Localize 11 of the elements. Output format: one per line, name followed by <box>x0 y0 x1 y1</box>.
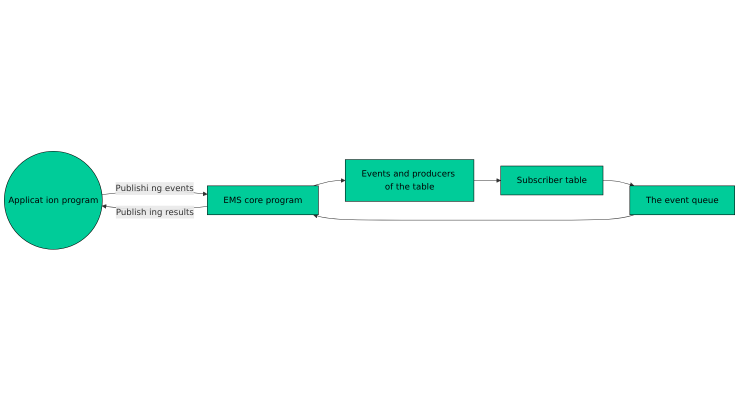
node-box: Events and producers of the table <box>344 159 474 202</box>
arrow <box>312 178 346 186</box>
edge-label: Publishi ng events <box>116 183 194 194</box>
node-circle: Applicat ion program <box>4 151 103 250</box>
node-box: Subscriber table <box>500 166 604 196</box>
node-box: The event queue <box>630 186 735 216</box>
arrow <box>474 178 501 184</box>
node-box: EMS core program <box>207 186 319 216</box>
arrow <box>313 214 634 221</box>
arrow <box>602 180 634 188</box>
edge-label: Publish ing results <box>116 206 194 218</box>
